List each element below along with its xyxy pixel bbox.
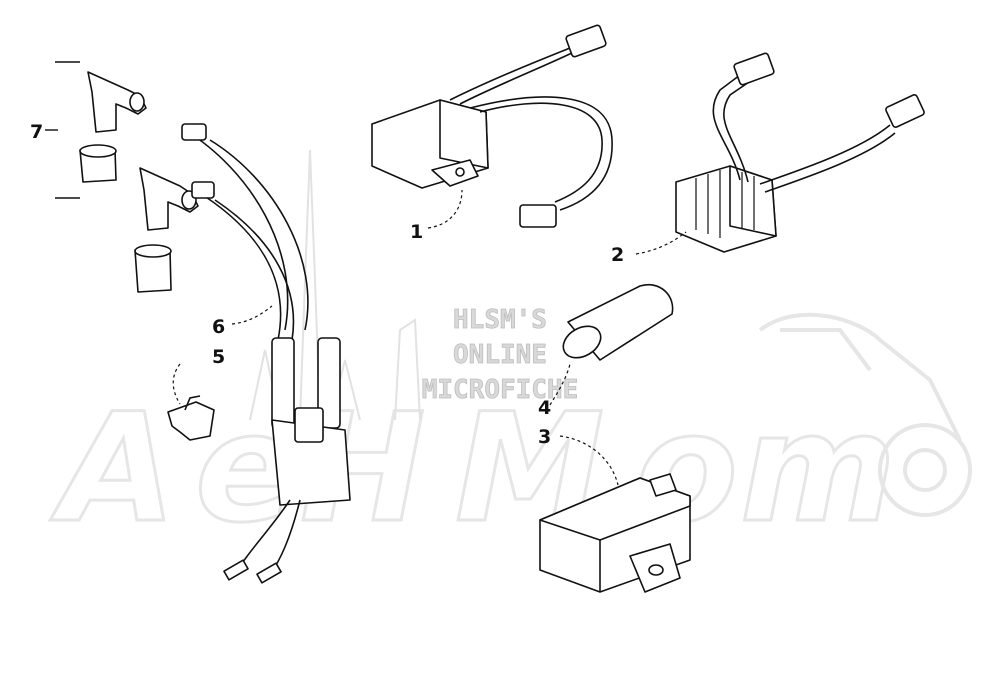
hlsm-watermark: HLSM'S ONLINE MICROFICHE: [421, 305, 579, 406]
ignition-coil: [181, 123, 351, 584]
svg-text:A: A: [50, 382, 176, 556]
callout-7: 7: [30, 121, 43, 143]
svg-text:m: m: [740, 382, 896, 556]
callout-6: 6: [212, 316, 225, 338]
wire-clip: [167, 395, 215, 441]
spark-plug-cap-lower: [134, 167, 199, 293]
callout-3: 3: [538, 426, 551, 448]
control-module: [539, 473, 691, 593]
watermark-line-1: HLSM'S: [453, 305, 547, 335]
callout-4: 4: [538, 397, 551, 419]
spark-plug-cap-upper: [79, 71, 147, 183]
spark-plug-cap-assembly: [45, 61, 199, 293]
callout-numbers: 1 2 3 4 5 6 7: [30, 121, 624, 448]
insulation-sleeve: [562, 283, 674, 361]
voltage-regulator: [675, 52, 925, 253]
watermark-line-2: ONLINE: [453, 340, 547, 370]
callout-leaders: [172, 189, 687, 486]
cdi-module: [371, 24, 613, 228]
callout-1: 1: [410, 221, 423, 243]
watermark-line-3: MICROFICHE: [422, 375, 579, 405]
callout-5: 5: [212, 346, 225, 368]
callout-2: 2: [611, 244, 624, 266]
